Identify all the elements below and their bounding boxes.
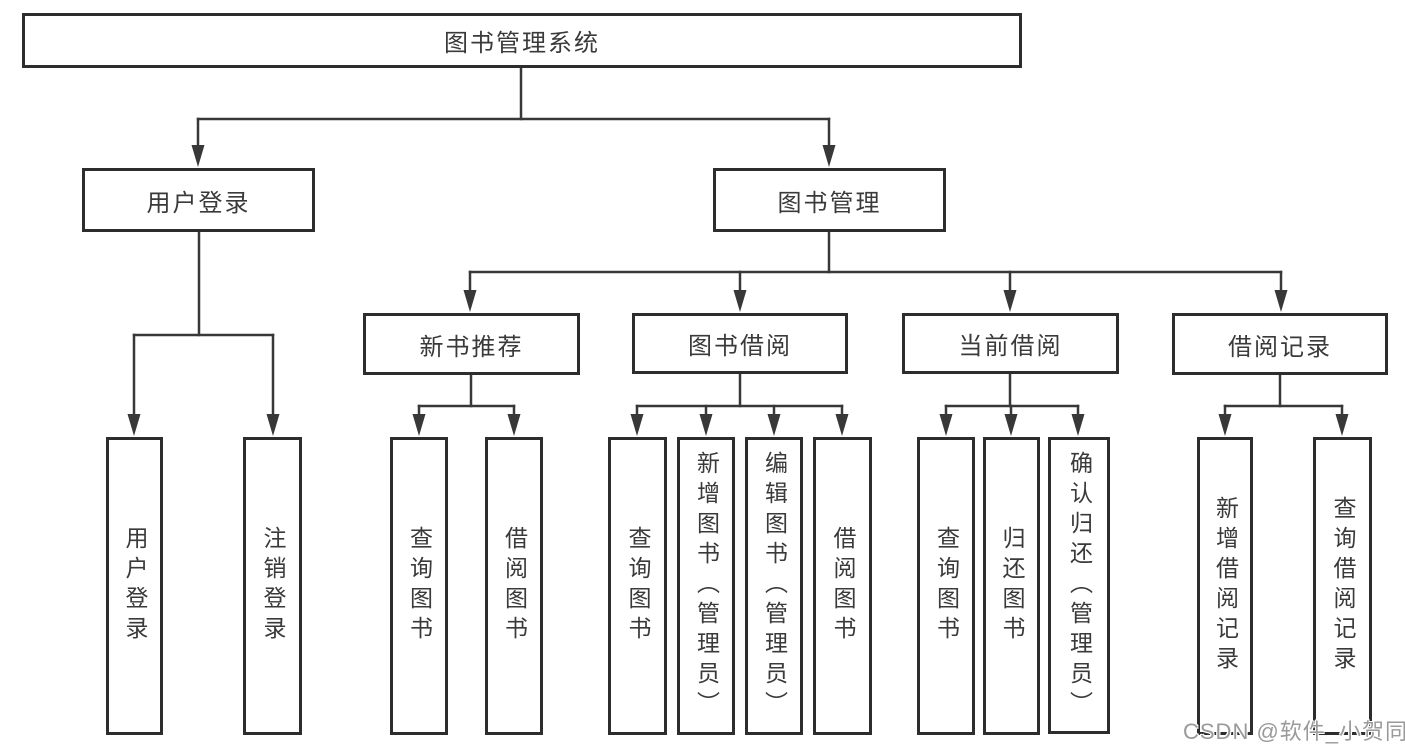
node-new-book-recommendation: 新书推荐 (363, 313, 580, 375)
node-borrowing-records: 借阅记录 (1172, 313, 1388, 375)
node-query-borrow-record: 查询借阅记录 (1313, 437, 1372, 735)
node-query-books-borrowing: 查询图书 (608, 437, 667, 735)
node-library-management-system: 图书管理系统 (22, 13, 1022, 68)
node-user-login-group: 用户登录 (82, 168, 315, 232)
node-return-books: 归还图书 (983, 437, 1040, 735)
node-query-books-recommendation: 查询图书 (390, 437, 448, 735)
node-add-books-admin: 新增图书（管理员） (677, 437, 735, 735)
node-user-login-leaf: 用户登录 (106, 437, 163, 735)
node-logout: 注销登录 (243, 437, 302, 735)
node-current-borrowing: 当前借阅 (902, 313, 1119, 374)
node-add-borrow-record: 新增借阅记录 (1197, 437, 1253, 735)
node-book-management: 图书管理 (713, 168, 946, 232)
node-borrow-books-leaf: 借阅图书 (813, 437, 872, 735)
node-confirm-return-admin: 确认归还（管理员） (1048, 437, 1110, 734)
node-query-books-current: 查询图书 (917, 437, 975, 735)
node-edit-books-admin: 编辑图书（管理员） (745, 437, 803, 735)
node-book-borrowing: 图书借阅 (632, 313, 848, 374)
node-borrow-books-recommendation: 借阅图书 (485, 437, 543, 735)
watermark: CSDN @软件_小贺同学 (1183, 719, 1405, 744)
